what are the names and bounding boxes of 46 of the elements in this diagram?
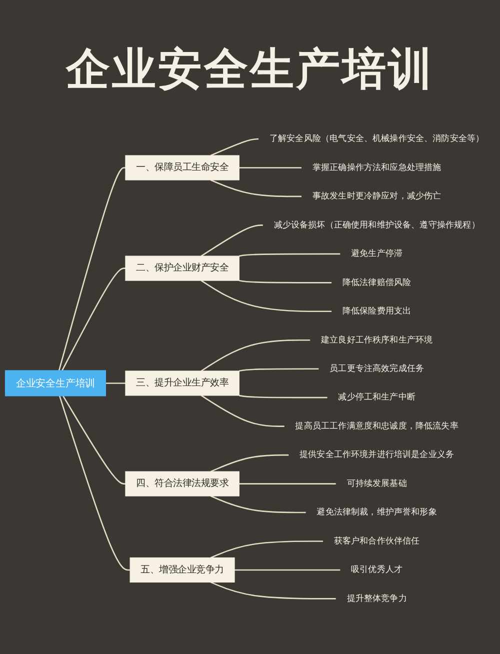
node-text: 减少停工和生产中断 (338, 392, 416, 403)
node-box: 四、符合法律法规要求 (125, 471, 240, 496)
connector (58, 396, 130, 571)
connector (234, 569, 340, 571)
node-text: 提供安全工作环境并进行培训是企业义务 (300, 450, 454, 460)
connector (238, 368, 320, 372)
connector (62, 396, 126, 485)
connector (210, 138, 259, 156)
node-text: 可持续发展基础 (346, 478, 407, 489)
node-text: 获客户和合作伙伴信任 (334, 536, 420, 546)
node-text: 事故发生时更冷静应对，减少伤亡 (312, 191, 442, 202)
connector (106, 382, 126, 384)
title: 企业安全生产培训 (64, 43, 435, 97)
connector (210, 180, 302, 198)
connector (238, 394, 328, 398)
node-box: 五、增强企业竞争力 (130, 558, 235, 583)
connector (210, 496, 306, 514)
node-text: 掌握正确操作方法和应急处理措施 (312, 162, 442, 173)
connector (210, 540, 324, 558)
connector (210, 582, 336, 600)
node-text: 了解安全风险（电气安全、机械操作安全、消防安全等） (269, 134, 484, 144)
node-text: 建立良好工作秩序和生产环境 (321, 335, 433, 346)
connector (200, 224, 264, 257)
node-box: 一、保障员工生命安全 (125, 155, 240, 180)
node-text: 避免法律制裁，维护声誉和形象 (316, 508, 437, 518)
connector (239, 167, 302, 169)
connector (238, 253, 340, 257)
node-text: 降低保险费用支出 (342, 306, 412, 316)
node-text: 降低法律赔偿风险 (342, 278, 412, 288)
connector (210, 454, 289, 472)
node-box: 三、提升企业生产效率 (125, 370, 240, 396)
node-text: 员工更专注高效完成任务 (330, 364, 424, 374)
node-text: 提升整体竞争力 (346, 594, 407, 604)
connector (62, 268, 126, 371)
node-text: 减少设备损坏（正确使用和维护设备、遵守操作规程） (274, 220, 480, 230)
node-box: 企业安全生产培训 (4, 370, 106, 396)
connector (200, 280, 332, 312)
node-text: 避免生产停滞 (351, 248, 403, 259)
connector (238, 280, 332, 284)
node-text: 吸引优秀人才 (351, 565, 403, 575)
connector (200, 340, 310, 372)
connector (200, 395, 285, 428)
node-text: 提高员工工作满意度和忠诚度，降低流失率 (295, 421, 458, 432)
connector (58, 167, 126, 371)
connector (239, 483, 336, 485)
node-box: 二、保护企业财产安全 (125, 256, 240, 281)
